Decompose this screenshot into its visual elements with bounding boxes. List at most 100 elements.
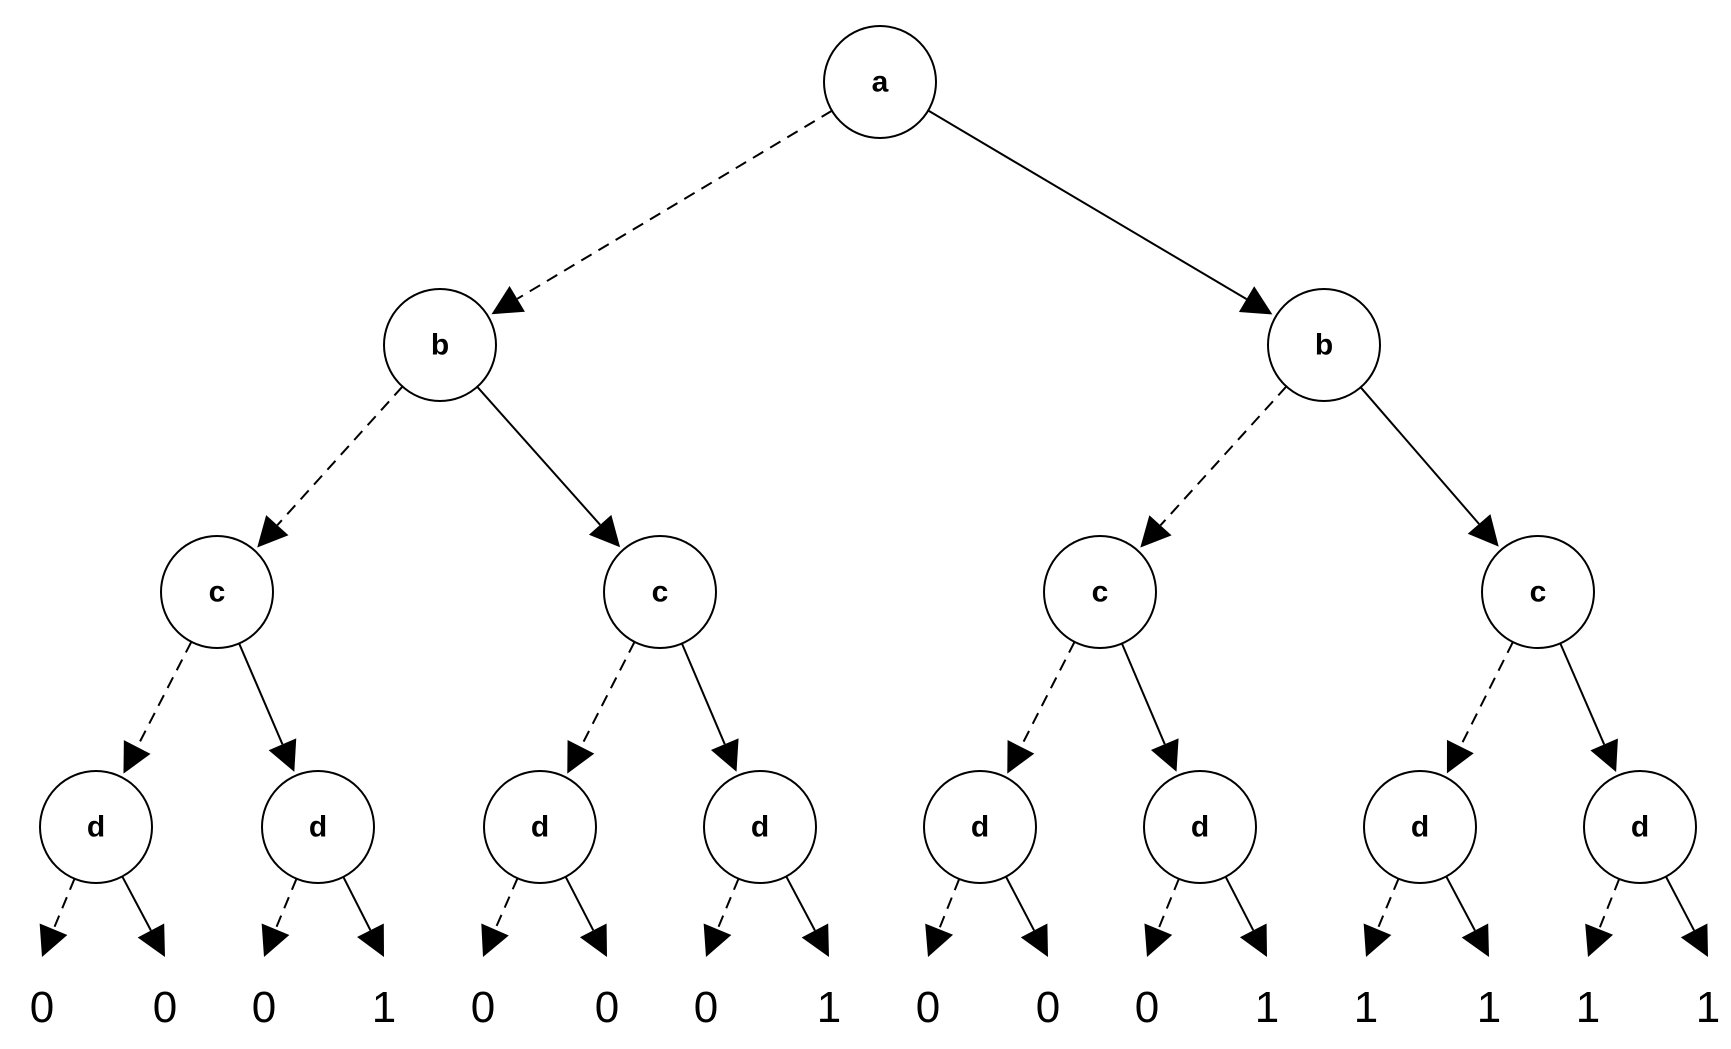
node-label: c	[1092, 576, 1109, 609]
arrowhead-icon	[1363, 923, 1392, 957]
edge-n9-high-leaf	[564, 876, 607, 957]
edge-n8-high-leaf-line	[342, 876, 372, 931]
edge-n2-low-line	[1159, 385, 1288, 527]
tree-node-c: c	[1481, 535, 1595, 649]
edge-n5-low	[1007, 641, 1076, 774]
edge-n12-high-leaf	[1224, 876, 1267, 957]
arrowhead-icon	[491, 285, 525, 315]
leaf-value: 1	[372, 983, 396, 1032]
leaf-value: 0	[595, 983, 619, 1032]
tree-node-b: b	[1267, 288, 1381, 402]
leaf-value: 1	[1354, 983, 1378, 1032]
leaf-value: 0	[471, 983, 495, 1032]
tree-node-b: b	[383, 288, 497, 402]
node-circle	[1267, 288, 1381, 402]
edge-n3-low-line	[136, 641, 193, 748]
node-label: d	[531, 811, 549, 844]
node-circle	[703, 770, 817, 884]
tree-node-d: d	[1143, 770, 1257, 884]
edge-n10-low-leaf-line	[716, 878, 740, 930]
leaf-value: 1	[1576, 983, 1600, 1032]
edge-n2-high	[1359, 386, 1499, 547]
edge-n0-high	[927, 109, 1273, 315]
tree-node-d: d	[483, 770, 597, 884]
edge-n10-low-leaf	[703, 878, 740, 957]
node-circle	[1583, 770, 1697, 884]
edge-n3-low	[123, 641, 193, 774]
arrowhead-icon	[39, 923, 68, 957]
node-label: c	[209, 576, 226, 609]
node-circle	[1363, 770, 1477, 884]
edge-n5-low-line	[1020, 641, 1076, 748]
node-label: d	[751, 811, 769, 844]
edge-n1-low	[257, 385, 404, 548]
edge-n0-high-line	[927, 109, 1248, 300]
node-label: d	[309, 811, 327, 844]
node-circle	[603, 535, 717, 649]
arrowhead-icon	[710, 738, 739, 772]
leaf-value: 0	[30, 983, 54, 1032]
edge-n14-high-leaf-line	[1665, 876, 1695, 931]
node-circle	[160, 535, 274, 649]
edge-n12-low-leaf-line	[1157, 878, 1180, 930]
edge-n14-high-leaf	[1665, 876, 1708, 957]
edge-n9-high-leaf-line	[564, 876, 595, 931]
arrowhead-icon	[257, 515, 289, 548]
arrowhead-icon	[1007, 740, 1035, 774]
node-circle	[261, 770, 375, 884]
arrowhead-icon	[579, 923, 607, 957]
arrowhead-icon	[1461, 923, 1489, 957]
node-label: d	[1191, 811, 1209, 844]
edge-n5-high	[1121, 643, 1179, 772]
node-circle	[1143, 770, 1257, 884]
node-label: d	[1411, 811, 1429, 844]
arrowhead-icon	[1467, 514, 1499, 547]
edge-n11-low-leaf	[925, 878, 961, 957]
arrowhead-icon	[137, 923, 165, 957]
tree-node-d: d	[261, 770, 375, 884]
leaf-value: 0	[1135, 983, 1159, 1032]
node-label: d	[1631, 811, 1649, 844]
edge-n10-high-leaf-line	[785, 875, 816, 931]
edge-n4-high	[681, 643, 739, 772]
edge-n12-low-leaf	[1144, 878, 1180, 957]
leaf-value: 1	[1696, 983, 1720, 1032]
tree-node-c: c	[1043, 535, 1157, 649]
edge-n14-low-leaf-line	[1598, 878, 1621, 930]
edge-n6-high-line	[1559, 642, 1606, 745]
edge-n6-high	[1559, 642, 1618, 772]
arrowhead-icon	[1446, 739, 1474, 774]
arrowhead-icon	[1585, 923, 1614, 957]
arrowhead-icon	[801, 923, 829, 957]
edge-n3-high	[238, 643, 297, 772]
node-label: c	[652, 576, 669, 609]
edge-n2-low	[1140, 385, 1288, 548]
edge-n9-low-leaf-line	[494, 877, 519, 930]
edge-n3-high-line	[238, 643, 284, 745]
edge-n1-low-line	[276, 385, 404, 526]
tree-node-c: c	[160, 535, 274, 649]
edge-n6-low-line	[1459, 641, 1514, 748]
tree-node-d: d	[1583, 770, 1697, 884]
tree-node-c: c	[603, 535, 717, 649]
edge-n13-high-leaf-line	[1445, 875, 1476, 931]
arrowhead-icon	[1140, 515, 1172, 548]
node-circle	[1043, 535, 1157, 649]
arrowhead-icon	[1150, 738, 1179, 772]
arrowhead-icon	[357, 923, 384, 957]
edge-n7-high-leaf	[121, 875, 165, 957]
arrowhead-icon	[567, 740, 595, 774]
arrowhead-icon	[1239, 923, 1267, 957]
edge-n1-high	[476, 386, 621, 548]
node-circle	[483, 770, 597, 884]
arrowhead-icon	[268, 738, 297, 772]
arrowhead-icon	[1144, 923, 1173, 957]
leaf-value: 1	[1255, 983, 1279, 1032]
arrowhead-icon	[1238, 286, 1273, 315]
edge-n10-high-leaf	[785, 875, 829, 957]
edge-n11-low-leaf-line	[938, 878, 961, 930]
arrowhead-icon	[1020, 923, 1048, 957]
edge-n14-low-leaf	[1585, 878, 1621, 957]
